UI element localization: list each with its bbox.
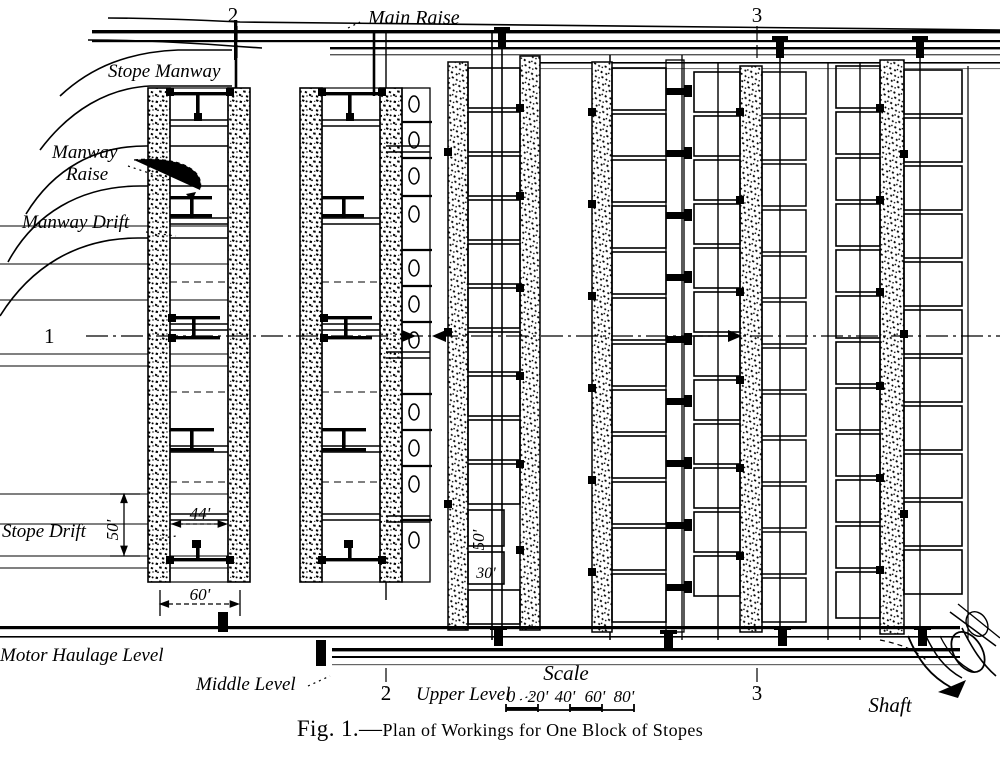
mine-plan-drawing: 50' 30' [0, 3, 1000, 717]
figure-caption: Fig. 1.—Plan of Workings for One Block o… [0, 716, 1000, 742]
label-leaders [127, 21, 535, 701]
section-1-arrows [402, 330, 742, 342]
section-marker-leaders [236, 26, 758, 688]
top-haulage-tracks [92, 30, 1000, 70]
bottom-levels [0, 626, 960, 666]
scale-tick-0: 0 [507, 687, 516, 706]
stope-column-3: 50' 30' [444, 55, 541, 631]
label-main-raise: Main Raise [367, 7, 460, 29]
scale-tick-20: 20' [528, 687, 549, 706]
scale-tick-60: 60' [585, 687, 606, 706]
section-marker-2-top: 2 [228, 3, 239, 27]
label-upper-level: Upper Level [416, 684, 510, 705]
chute-ladder-left [386, 87, 432, 583]
shaft-assembly [879, 603, 1000, 689]
label-manway-raise-2: Raise [65, 164, 108, 185]
stope-column-1 [147, 87, 251, 583]
scale-tick-40: 40' [555, 687, 576, 706]
label-manway-drift: Manway Drift [21, 212, 130, 233]
chute-glyph-set [912, 36, 928, 58]
stope-column-6 [835, 59, 963, 635]
scale-tick-80: 80' [614, 687, 635, 706]
label-motor-haulage-level: Motor Haulage Level [0, 645, 164, 666]
label-manway-raise-1: Manway [51, 142, 118, 163]
stope-column-4 [588, 59, 692, 633]
section-marker-2-bottom: 2 [381, 681, 392, 705]
dimension-50 [110, 492, 140, 557]
caption-main: Plan of Workings for One Block of Stopes [382, 720, 704, 740]
scale-bar: Scale 0 20' 40' 60' 80' [505, 661, 635, 712]
stope-column-2 [299, 87, 403, 583]
section-marker-1: 1 [44, 324, 55, 348]
scale-title: Scale [543, 661, 588, 685]
stope-column-5 [693, 65, 807, 633]
section-marker-3-bottom: 3 [752, 681, 763, 705]
section-marker-3-top: 3 [752, 3, 763, 27]
top-raise-symbols [494, 27, 788, 58]
dim-label-50: 50' [103, 519, 122, 540]
manway-raise-curve [133, 158, 202, 201]
dim-label-44: 44' [190, 504, 211, 523]
dim-box-30: 30' [475, 565, 496, 582]
shaft-label: Shaft [868, 693, 912, 717]
bottom-raise-glyphs [218, 612, 931, 650]
caption-prefix: Fig. 1.— [296, 716, 383, 741]
dim-label-60: 60' [190, 585, 211, 604]
dim-box-50: 50' [469, 529, 488, 550]
label-stope-manway: Stope Manway [108, 61, 221, 82]
chamber-row [467, 67, 521, 625]
label-middle-level: Middle Level [195, 674, 296, 695]
label-stope-drift: Stope Drift [2, 521, 87, 542]
chute-marks-col4 [588, 85, 692, 593]
dimension-60 [158, 590, 241, 616]
shaft-pointer [938, 680, 966, 698]
